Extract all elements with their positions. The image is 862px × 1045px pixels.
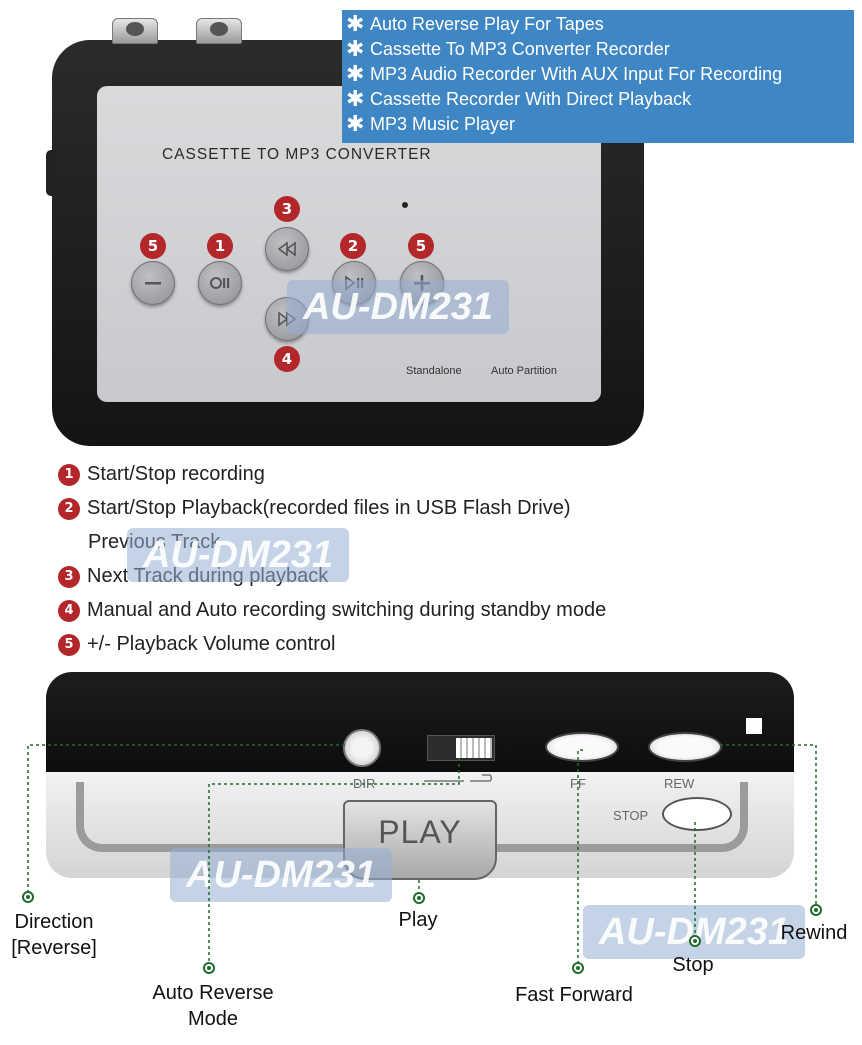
mic-hole: [402, 202, 408, 208]
badge-4: 4: [58, 599, 80, 622]
watermark: AU-DM231: [170, 848, 392, 902]
badge-5: 5: [408, 233, 434, 259]
legend-item-5: 5+/- Playback Volume control: [58, 633, 335, 656]
asterisk-icon: ✱: [346, 86, 365, 112]
side-dial: [46, 150, 56, 196]
record-pause-icon: [210, 277, 230, 289]
badge-3: 3: [58, 565, 80, 588]
feature-item: ✱Cassette To MP3 Converter Recorder: [346, 36, 670, 62]
feature-item: ✱Cassette Recorder With Direct Playback: [346, 86, 692, 112]
callout-stop: Stop: [672, 954, 714, 976]
badge-5: 5: [58, 633, 80, 656]
asterisk-icon: ✱: [346, 36, 365, 62]
callout-play: Play: [398, 909, 438, 931]
badge-4: 4: [274, 346, 300, 372]
panel-title: CASSETTE TO MP3 CONVERTER: [162, 146, 432, 163]
rew-label: REW: [664, 776, 695, 791]
audio-jack-icon: [196, 18, 242, 44]
direction-button[interactable]: [343, 729, 381, 767]
fast-forward-button[interactable]: [545, 732, 619, 762]
asterisk-icon: ✱: [346, 61, 365, 87]
stop-label: STOP: [613, 808, 649, 823]
feature-item: ✱MP3 Music Player: [346, 111, 516, 137]
watermark: AU-DM231: [287, 280, 509, 334]
badge-1: 1: [58, 463, 80, 486]
features-box: ✱Auto Reverse Play For Tapes ✱Cassette T…: [342, 10, 854, 143]
asterisk-icon: ✱: [346, 111, 365, 137]
auto-partition-label: Auto Partition: [491, 365, 558, 377]
switch-knob[interactable]: [456, 738, 492, 758]
volume-down-button[interactable]: [131, 261, 175, 305]
feature-item: ✱Auto Reverse Play For Tapes: [346, 11, 604, 37]
record-button[interactable]: [198, 261, 242, 305]
callout-direction: Direction [Reverse]: [11, 911, 97, 959]
rewind-button[interactable]: [648, 732, 722, 762]
auto-reverse-switch[interactable]: [427, 735, 495, 761]
ff-label: FF: [570, 776, 586, 791]
stop-button[interactable]: [662, 797, 732, 831]
badge-2: 2: [340, 233, 366, 259]
dir-label: DIR: [353, 776, 376, 791]
callout-rewind: Rewind: [780, 922, 848, 944]
badge-1: 1: [207, 233, 233, 259]
standalone-label: Standalone: [406, 365, 462, 377]
callout-auto-reverse: Auto Reverse Mode: [152, 982, 274, 1030]
watermark: AU-DM231: [127, 528, 349, 582]
reverse-mode-icon: [424, 774, 493, 782]
previous-track-button[interactable]: [265, 227, 309, 271]
asterisk-icon: ✱: [346, 11, 365, 37]
badge-2: 2: [58, 497, 80, 520]
audio-jack-icon: [112, 18, 158, 44]
rewind-icon: [277, 241, 296, 257]
converter-top-view: [46, 672, 794, 780]
badge-3: 3: [274, 196, 300, 222]
callout-fast-forward: Fast Forward: [515, 984, 633, 1006]
badge-5: 5: [140, 233, 166, 259]
indicator-square: [746, 718, 762, 734]
minus-icon: [145, 282, 161, 285]
feature-item: ✱MP3 Audio Recorder With AUX Input For R…: [346, 61, 783, 87]
